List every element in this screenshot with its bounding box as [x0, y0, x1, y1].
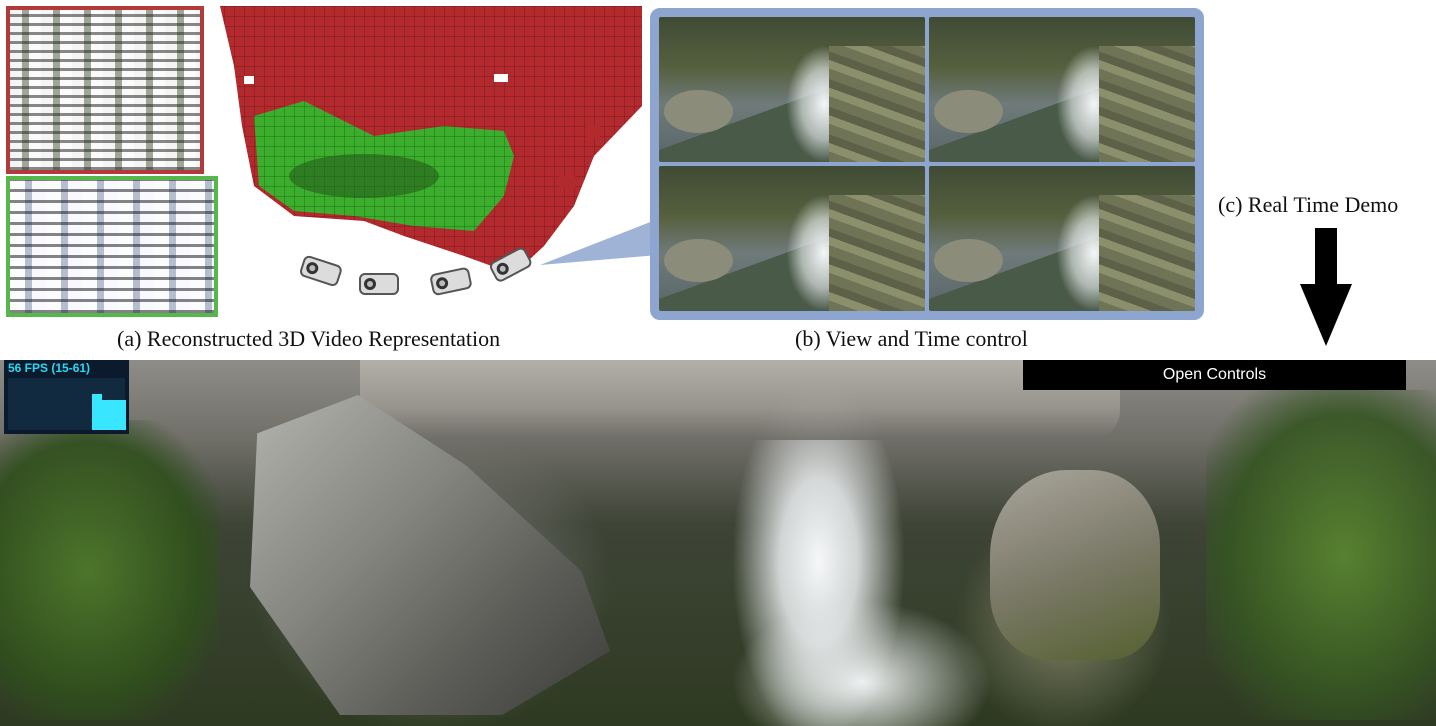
realtime-demo-viewport[interactable]: 56 FPS (15-61) Open Controls: [0, 360, 1436, 726]
fps-bar: [92, 394, 102, 430]
voxel-reconstruction: [220, 6, 642, 274]
caption-reconstruction: (a) Reconstructed 3D Video Representatio…: [117, 326, 501, 351]
fps-graph: [8, 378, 126, 430]
caption-view-time: (b) View and Time control: [795, 326, 1028, 351]
camera-icon: [359, 273, 399, 295]
camera-row: [299, 247, 532, 296]
green-texture-map: [6, 176, 218, 317]
camera-icon: [299, 255, 342, 287]
down-arrow-icon: [1300, 228, 1352, 346]
view-frame: [659, 166, 925, 311]
camera-icon: [489, 247, 532, 282]
view-time-grid: [650, 8, 1204, 320]
caption-real-time-demo: (c) Real Time Demo: [1218, 192, 1399, 217]
red-texture-map: [6, 6, 204, 174]
fps-stats-panel[interactable]: 56 FPS (15-61): [4, 360, 129, 434]
open-controls-button[interactable]: Open Controls: [1023, 360, 1406, 390]
view-frame: [659, 17, 925, 162]
view-frame: [929, 166, 1195, 311]
camera-icon: [430, 267, 472, 296]
fps-label: 56 FPS (15-61): [8, 361, 91, 375]
view-frame: [929, 17, 1195, 162]
view-callout: [540, 219, 658, 265]
